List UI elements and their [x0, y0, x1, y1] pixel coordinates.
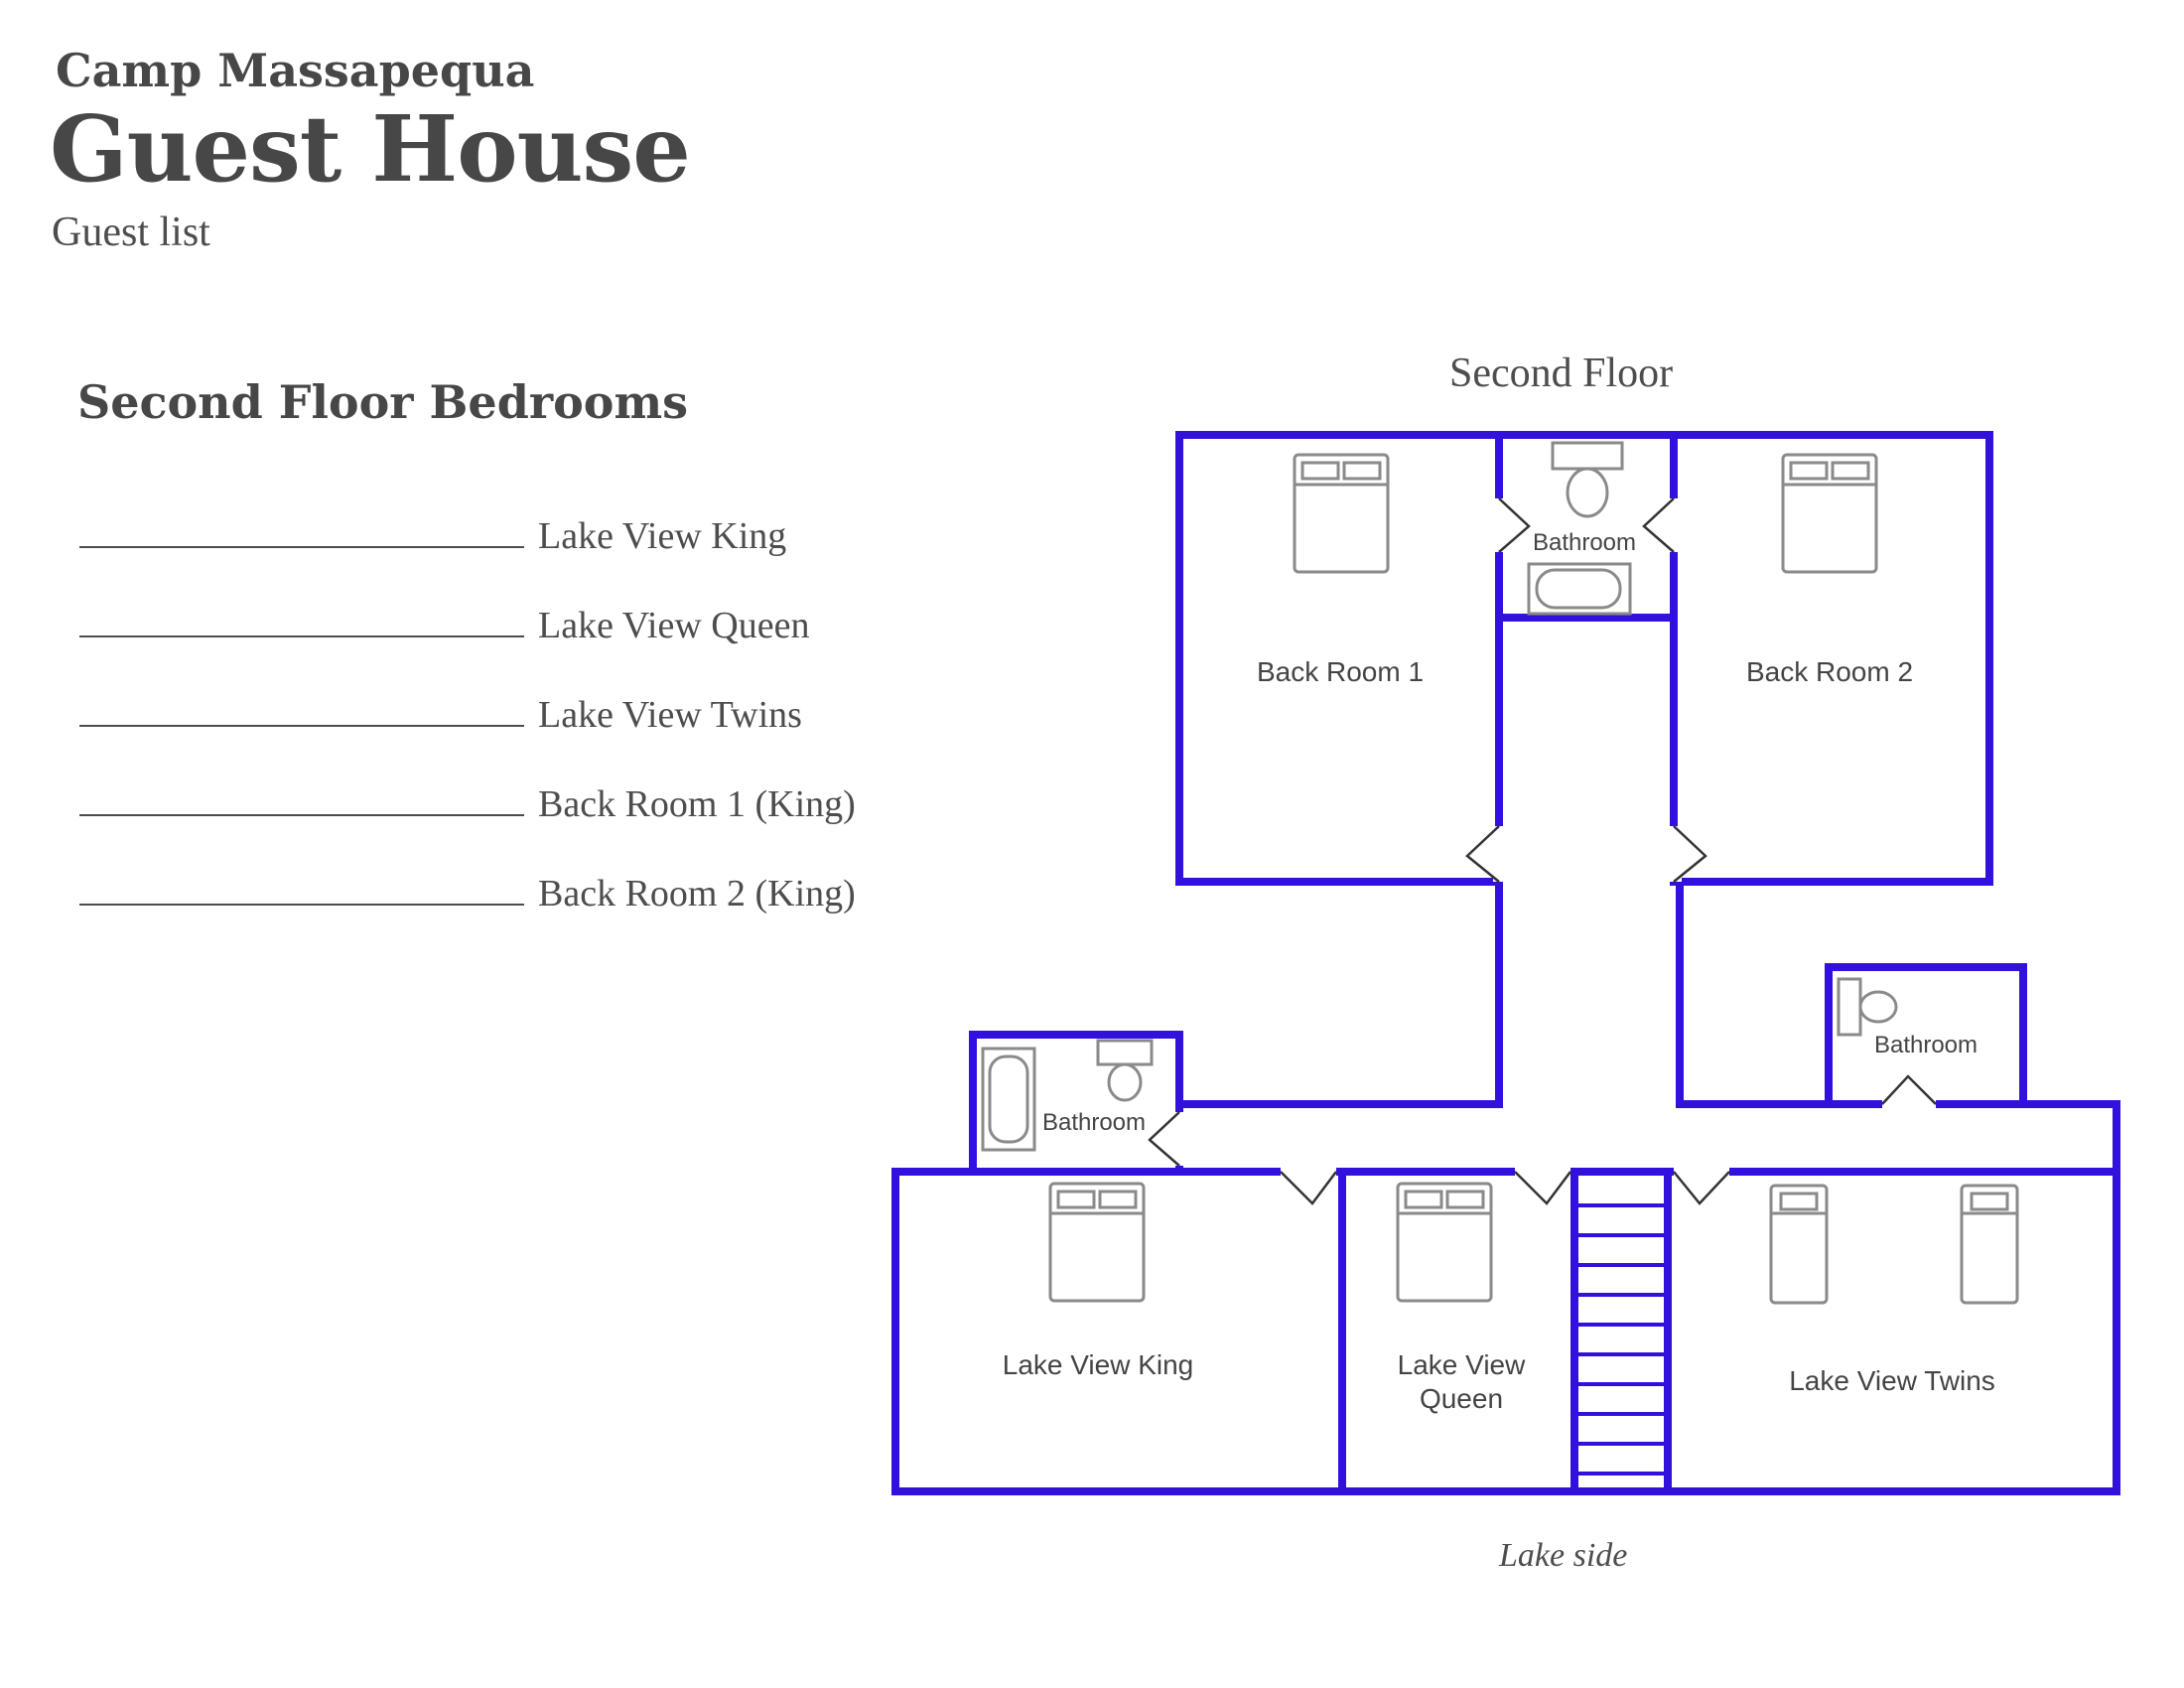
- room-label-lake-view-king: Lake View King: [1003, 1349, 1194, 1380]
- guest-room-label: Lake View Twins: [538, 694, 802, 736]
- lake-side-label: Lake side: [1499, 1537, 1628, 1574]
- room-labels: Back Room 1 Back Room 2 Bathroom Bathroo…: [1003, 529, 1995, 1414]
- door-back-room-1: [1465, 825, 1507, 883]
- king-bed-icon: [1048, 1182, 1146, 1303]
- camp-name: Camp Massapequa: [56, 44, 535, 97]
- door-top-bathroom-left: [1493, 497, 1531, 553]
- guest-row-lake-view-king: Lake View King: [79, 508, 856, 598]
- room-label-left-bathroom: Bathroom: [1042, 1109, 1146, 1136]
- hall-wall-lower-left: [1175, 882, 1503, 1172]
- door-lake-view-queen: [1514, 1166, 1571, 1205]
- guest-list-heading: Second Floor Bedrooms: [77, 375, 689, 429]
- door-left-bathroom: [1148, 1111, 1187, 1167]
- guest-name-blank[interactable]: [79, 508, 524, 548]
- guest-room-label: Back Room 2 (King): [538, 873, 856, 914]
- floor-plan-title: Second Floor: [1449, 351, 1674, 396]
- twin-bed-icon: [1769, 1184, 1829, 1305]
- walls: [891, 431, 2120, 1495]
- guest-room-label: Back Room 1 (King): [538, 783, 856, 825]
- guest-name-blank[interactable]: [79, 866, 524, 906]
- guest-name-blank[interactable]: [79, 598, 524, 637]
- room-label-lake-view-queen-line2: Queen: [1420, 1383, 1503, 1414]
- king-bed-icon: [1781, 453, 1878, 574]
- page-subtitle: Guest list: [52, 210, 210, 255]
- guest-row-back-room-2: Back Room 2 (King): [79, 866, 856, 955]
- door-lake-view-twins: [1673, 1166, 1730, 1205]
- guest-room-label: Lake View Queen: [538, 605, 810, 646]
- door-lake-view-king: [1280, 1166, 1337, 1205]
- toilet-icon: [1551, 441, 1624, 518]
- guest-row-back-room-1: Back Room 1 (King): [79, 776, 856, 866]
- guest-name-blank[interactable]: [79, 776, 524, 816]
- toilet-icon: [1096, 1039, 1154, 1102]
- page-title: Guest House: [50, 95, 691, 203]
- lake-view-twins-walls: [1664, 1168, 2120, 1495]
- hall-wall-lower-right: [1676, 882, 1829, 1108]
- hall-wall-east: [2023, 1100, 2120, 1172]
- guest-list: Lake View King Lake View Queen Lake View…: [79, 508, 856, 955]
- room-label-lake-view-twins: Lake View Twins: [1789, 1365, 1995, 1396]
- bathtub-icon: [981, 1047, 1036, 1152]
- guest-row-lake-view-queen: Lake View Queen: [79, 598, 856, 687]
- guest-row-lake-view-twins: Lake View Twins: [79, 687, 856, 776]
- room-label-back-room-2: Back Room 2: [1746, 656, 1913, 687]
- door-right-bathroom: [1881, 1074, 1937, 1112]
- bathtub-icon: [1527, 562, 1632, 616]
- room-label-right-bathroom: Bathroom: [1874, 1032, 1978, 1058]
- king-bed-icon: [1293, 453, 1390, 574]
- queen-bed-icon: [1396, 1182, 1493, 1303]
- toilet-icon: [1837, 977, 1898, 1037]
- door-top-bathroom-right: [1642, 497, 1682, 553]
- room-label-top-bathroom: Bathroom: [1533, 529, 1636, 556]
- room-label-back-room-1: Back Room 1: [1257, 656, 1424, 687]
- stairs: [1576, 1203, 1666, 1476]
- guest-name-blank[interactable]: [79, 687, 524, 727]
- doors: [1148, 497, 1937, 1205]
- door-back-room-2: [1668, 825, 1707, 883]
- fixtures: [981, 441, 2019, 1305]
- room-label-lake-view-queen-line1: Lake View: [1398, 1349, 1526, 1380]
- guest-room-label: Lake View King: [538, 515, 787, 557]
- twin-bed-icon: [1960, 1184, 2019, 1305]
